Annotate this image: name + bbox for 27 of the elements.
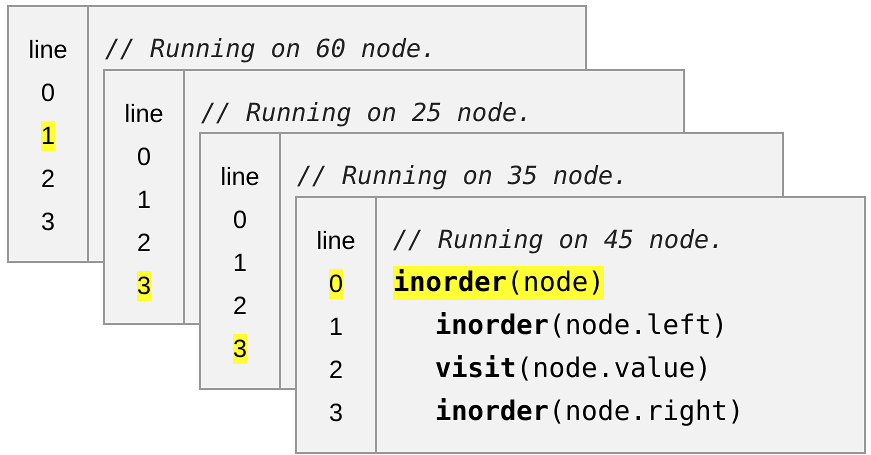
line-number: 2: [41, 164, 55, 194]
code-line: inorder(node.left): [435, 309, 728, 343]
line-number: 0: [137, 142, 151, 172]
code-comment: // Running on 25 node.: [201, 98, 532, 128]
line-header: line: [124, 98, 164, 128]
line-number: 2: [329, 354, 343, 384]
line-number: 2: [137, 228, 151, 258]
line-header: line: [220, 162, 260, 192]
line-header: line: [316, 226, 356, 256]
line-number: 1: [41, 120, 55, 150]
line-number: 1: [233, 248, 247, 278]
line-number: 2: [233, 290, 247, 320]
line-number: 1: [329, 312, 343, 342]
line-number: 0: [233, 204, 247, 234]
line-header: line: [28, 34, 68, 64]
line-number: 1: [137, 184, 151, 214]
line-number: 0: [41, 78, 55, 108]
line-number: 3: [41, 206, 55, 236]
line-number: 3: [329, 398, 343, 428]
line-number: 3: [233, 334, 247, 364]
line-number: 0: [329, 268, 343, 298]
code-line: visit(node.value): [435, 352, 712, 386]
code-comment: // Running on 35 node.: [297, 161, 628, 191]
code-line: inorder(node.right): [435, 395, 744, 429]
line-number: 3: [137, 270, 151, 300]
code-comment: // Running on 60 node.: [105, 34, 436, 64]
code-comment: // Running on 45 node.: [393, 225, 724, 255]
